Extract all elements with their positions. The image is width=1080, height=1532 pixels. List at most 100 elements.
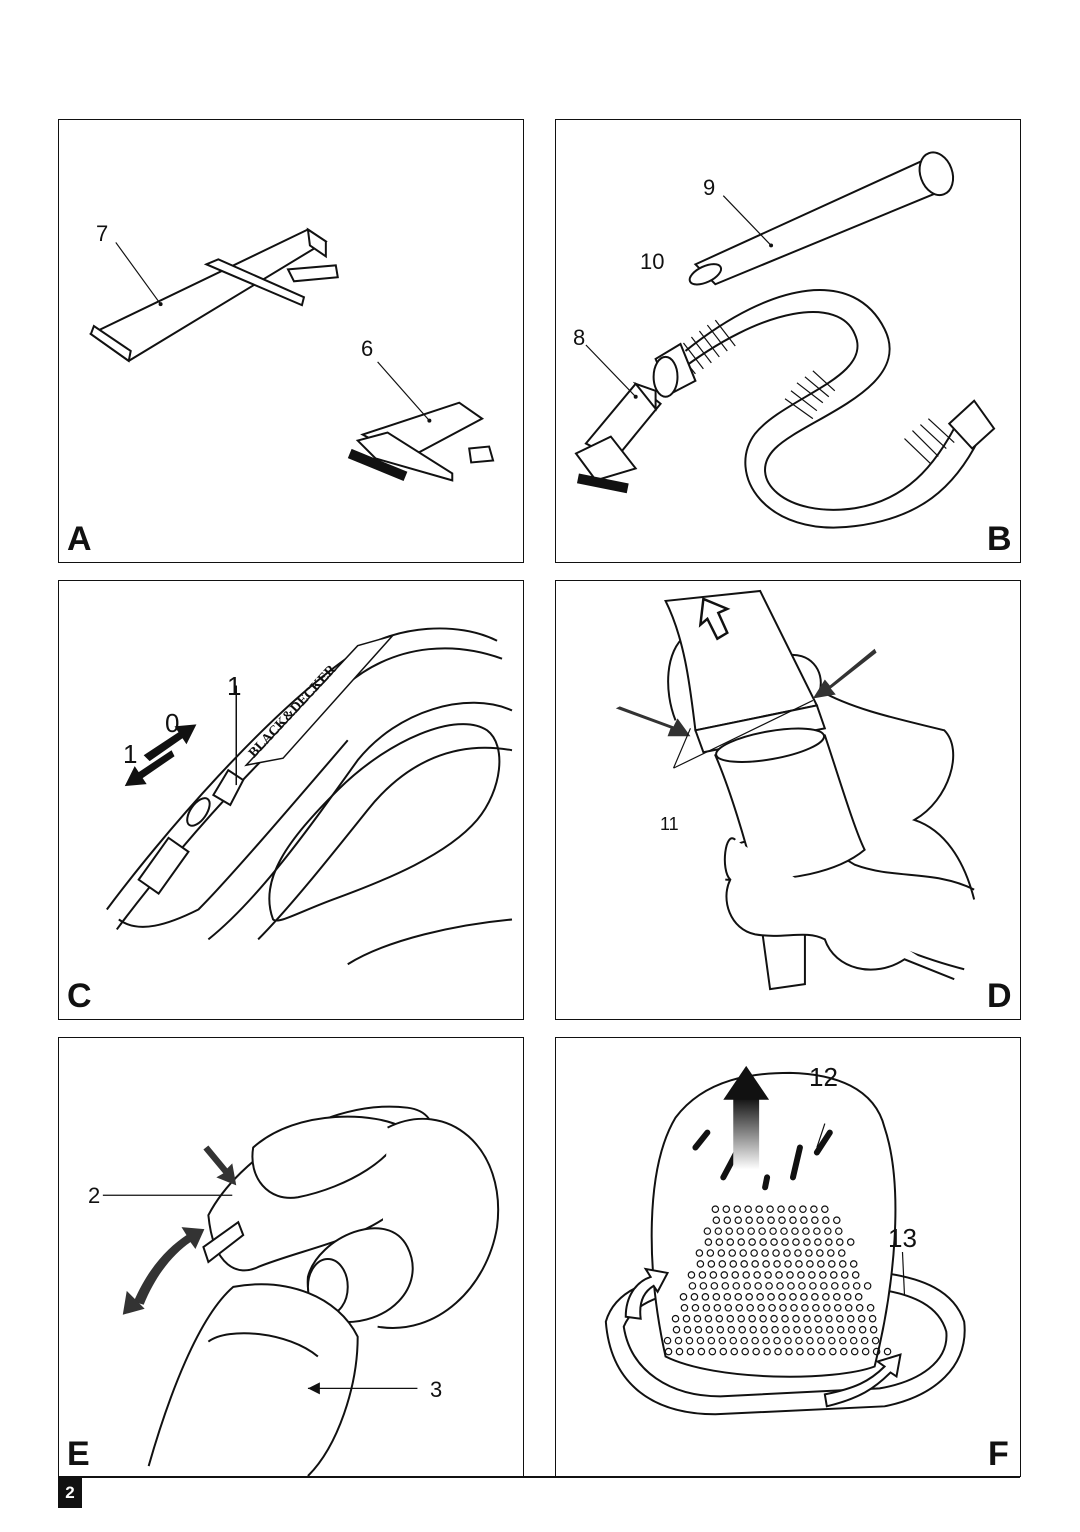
- perforation-hole: [729, 1336, 738, 1345]
- handheld-body: [106, 627, 513, 966]
- perforation-hole: [832, 1293, 841, 1301]
- perforation-hole: [798, 1282, 806, 1290]
- perforation-hole: [801, 1303, 809, 1312]
- callout-9: 9: [703, 175, 716, 200]
- perforation-hole: [711, 1205, 720, 1214]
- panel-letter-b: B: [987, 520, 1012, 558]
- perforation-hole: [721, 1282, 730, 1290]
- perforation-hole: [759, 1314, 767, 1323]
- perforation-hole: [820, 1282, 828, 1290]
- perforation-hole: [773, 1336, 781, 1345]
- perforation-hole: [789, 1216, 797, 1224]
- perforation-hole: [768, 1303, 776, 1312]
- callout-0: 0: [165, 708, 180, 738]
- perforation-hole: [745, 1293, 753, 1301]
- perforation-hole: [737, 1238, 745, 1246]
- perforation-hole: [715, 1314, 724, 1323]
- perforation-hole: [740, 1260, 748, 1268]
- perforation-hole: [781, 1314, 789, 1323]
- perforation-hole: [819, 1271, 827, 1279]
- perforation-hole: [868, 1314, 877, 1323]
- perforation-hole: [800, 1216, 808, 1224]
- push-arrow-icon: [615, 648, 877, 737]
- perforation-hole: [806, 1336, 814, 1345]
- perforation-hole: [787, 1282, 795, 1290]
- perforation-hole: [702, 1303, 711, 1312]
- perforation-hole: [869, 1325, 878, 1334]
- arrow-up-outline-icon: [698, 597, 731, 641]
- perforation-hole: [733, 1205, 742, 1214]
- perforation-hole: [779, 1303, 787, 1312]
- perforation-hole: [793, 1325, 801, 1334]
- perforation-hole: [701, 1293, 710, 1301]
- callout-11: 11: [660, 814, 679, 834]
- perforation-hole: [704, 1314, 713, 1323]
- perforation-hole: [722, 1205, 731, 1214]
- perforation-hole: [697, 1347, 706, 1356]
- perforation-hole: [714, 1227, 723, 1235]
- perforation-hole: [765, 1282, 773, 1290]
- perforation-hole: [783, 1249, 791, 1257]
- perforation-hole: [674, 1336, 683, 1345]
- perforation-hole: [872, 1347, 881, 1356]
- callout-10: 10: [640, 249, 665, 274]
- hose-and-nozzle-illustration: [574, 151, 996, 529]
- panel-f: 12 13 F: [555, 1037, 1021, 1477]
- perforation-hole: [861, 1347, 870, 1356]
- perforation-hole: [832, 1216, 841, 1224]
- perforation-hole: [818, 1347, 826, 1356]
- perforation-hole: [854, 1293, 863, 1301]
- perforation-hole: [696, 1336, 705, 1345]
- perforation-hole: [752, 1347, 760, 1356]
- perforation-hole: [811, 1216, 819, 1224]
- perforation-hole: [860, 1336, 869, 1345]
- perforation-hole: [703, 1227, 712, 1235]
- perforation-hole: [741, 1347, 749, 1356]
- perforation-hole: [744, 1205, 752, 1214]
- perforation-hole: [795, 1260, 803, 1268]
- perforation-hole: [705, 1325, 714, 1334]
- perforation-hole: [723, 1216, 732, 1224]
- perforation-hole: [849, 1260, 858, 1268]
- brush-bristles: [347, 448, 408, 481]
- push-arrow-icon: [203, 1145, 237, 1186]
- rotate-arrow-icon: [122, 1227, 205, 1315]
- perforation-hole: [680, 1303, 689, 1312]
- perforation-hole: [723, 1293, 732, 1301]
- perforation-hole: [769, 1227, 777, 1235]
- perforation-hole: [720, 1271, 729, 1279]
- panel-e: 2 3 E: [58, 1037, 524, 1477]
- perforation-hole: [840, 1271, 849, 1279]
- perforation-hole: [828, 1336, 836, 1345]
- perforation-hole: [699, 1282, 708, 1290]
- perforation-hole: [883, 1347, 892, 1356]
- perforation-hole: [778, 1216, 786, 1224]
- perforation-hole: [784, 1260, 792, 1268]
- perforation-hole: [726, 1314, 735, 1323]
- perforation-hole: [792, 1314, 800, 1323]
- perforation-hole: [672, 1325, 681, 1334]
- perforation-hole: [805, 1249, 813, 1257]
- perforation-hole: [857, 1314, 866, 1323]
- perforation-hole: [804, 1325, 812, 1334]
- perforation-hole: [826, 1325, 834, 1334]
- perforation-hole: [781, 1238, 789, 1246]
- perforation-hole: [688, 1282, 697, 1290]
- perforation-hole: [725, 1227, 734, 1235]
- callout-8: 8: [573, 325, 586, 350]
- perforation-hole: [772, 1249, 780, 1257]
- perforation-hole: [835, 1314, 844, 1323]
- callout-3: 3: [430, 1377, 443, 1402]
- perforation-hole: [718, 1336, 727, 1345]
- perforation-hole: [770, 1238, 778, 1246]
- flexible-hose: [674, 289, 981, 529]
- perforation-hole: [835, 1238, 844, 1246]
- perforation-hole: [795, 1336, 803, 1345]
- perforation-hole: [796, 1347, 804, 1356]
- perforation-hole: [817, 1260, 825, 1268]
- perforation-hole: [704, 1238, 713, 1246]
- perforation-hole: [777, 1205, 785, 1214]
- perforation-hole: [698, 1271, 707, 1279]
- handheld-body: [207, 1105, 500, 1329]
- footer-rule: [58, 1476, 1020, 1478]
